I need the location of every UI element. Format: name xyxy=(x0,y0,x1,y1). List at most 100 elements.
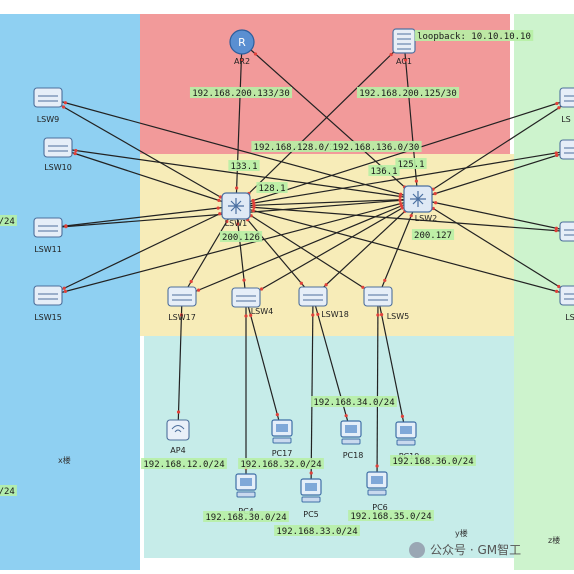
wechat-icon xyxy=(409,542,425,558)
watermark-text: 公众号 · GM智工 xyxy=(430,542,521,557)
link-LSW4-LSW1 xyxy=(235,205,247,299)
port-dot xyxy=(63,289,68,294)
device-lsw9[interactable]: LSW9 xyxy=(33,87,63,124)
label-highlight xyxy=(356,87,460,98)
port-dot xyxy=(389,52,393,57)
port-dot xyxy=(554,226,558,230)
link-LSW5-LSW1 xyxy=(235,205,379,298)
port-dot xyxy=(252,205,256,209)
keyboard-icon xyxy=(396,439,416,446)
device-label: PC5 xyxy=(303,510,319,519)
arrows-icon xyxy=(410,191,426,207)
device-rsw4[interactable]: LS xyxy=(559,285,574,322)
device-label: LSW17 xyxy=(168,313,196,322)
port-dot xyxy=(555,101,559,106)
ip-label-loopback: loopback: 10.10.10.10 xyxy=(414,30,534,42)
screen xyxy=(276,424,288,432)
ip-label-net-128: 192.168.128.0/30 xyxy=(251,141,343,153)
port-dot xyxy=(74,148,78,153)
label-text: 128.1 xyxy=(258,184,285,194)
device-label: LSW2 xyxy=(415,214,438,223)
device-lsw1[interactable]: LSW1 xyxy=(221,192,251,228)
port-dot xyxy=(253,52,258,56)
switch-icon xyxy=(559,221,574,242)
ip-label-net-32: 192.168.32.0/24 xyxy=(238,458,324,470)
port-dot xyxy=(62,286,66,290)
screen xyxy=(305,483,317,491)
switch-icon xyxy=(231,287,261,308)
label-highlight xyxy=(256,182,288,193)
device-lsw2[interactable]: LSW2 xyxy=(403,185,438,223)
link-RSW2-LSW2 xyxy=(417,149,574,200)
keyboard-icon xyxy=(341,438,361,445)
link-LSW1-LSW2 xyxy=(235,198,419,207)
port-dot xyxy=(218,212,222,216)
device-pc17[interactable]: PC17 xyxy=(271,419,293,458)
device-label: AP4 xyxy=(170,446,185,455)
port-dot xyxy=(309,471,313,475)
device-lsw18[interactable]: LSW18 xyxy=(298,286,349,319)
label-text: 0/24 xyxy=(0,487,15,497)
port-dot xyxy=(414,179,419,183)
switch-icon xyxy=(33,285,63,306)
device-rsw1[interactable]: LS xyxy=(559,87,574,124)
device-lsw10[interactable]: LSW10 xyxy=(43,137,73,172)
zone-label-x: x楼 xyxy=(58,455,71,465)
switch-icon xyxy=(559,87,574,108)
ip-label-ip-133-1: 133.1 xyxy=(228,160,260,172)
port-dot xyxy=(216,206,220,210)
port-dot xyxy=(409,214,413,218)
device-label: PC18 xyxy=(343,451,364,460)
port-dot xyxy=(244,314,248,318)
switch-icon xyxy=(298,286,328,307)
device-lsw4[interactable]: LSW4 xyxy=(231,287,273,316)
label-text: 125.1 xyxy=(397,160,424,170)
label-highlight xyxy=(274,525,360,536)
label-text: loopback: 10.10.10.10 xyxy=(417,32,531,42)
zone-agg xyxy=(140,154,514,336)
device-lsw11[interactable]: LSW11 xyxy=(33,217,63,254)
port-dot xyxy=(249,313,253,317)
port-dot xyxy=(239,58,243,62)
label-text: 200.126 xyxy=(222,233,260,243)
port-dot xyxy=(400,206,404,210)
port-dot xyxy=(236,222,240,226)
zone-y xyxy=(144,336,514,558)
keyboard-icon xyxy=(301,496,321,503)
port-dot xyxy=(398,198,402,203)
label-text: 192.168.136.0/30 xyxy=(333,143,420,153)
port-dot xyxy=(398,194,402,199)
device-ap4[interactable]: AP4 xyxy=(166,419,190,455)
device-pc18[interactable]: PC18 xyxy=(340,420,364,460)
label-text: 136.1 xyxy=(370,167,397,177)
device-lsw5[interactable]: LSW5 xyxy=(363,286,409,321)
screen xyxy=(345,425,357,433)
device-lsw15[interactable]: LSW15 xyxy=(33,285,63,322)
link-LSW5-PC19 xyxy=(377,296,407,435)
port-dot xyxy=(62,105,66,109)
wifi-icon xyxy=(171,425,185,433)
device-label: LS xyxy=(565,313,574,322)
ip-label-net-33: 192.168.33.0/24 xyxy=(274,525,360,537)
device-pc5[interactable]: PC5 xyxy=(300,478,322,519)
label-highlight xyxy=(368,165,400,176)
port-dot xyxy=(176,410,181,414)
switch-icon xyxy=(559,285,574,306)
link-LSW17-AP4 xyxy=(177,296,183,431)
link-LSW5-PC6 xyxy=(376,296,379,485)
router-icon xyxy=(229,29,255,55)
ip-label-ar2-net: 192.168.200.133/30 xyxy=(189,87,293,99)
ip-label-ip-200-126: 200.126 xyxy=(219,231,263,243)
ip-label-ip-200-127: 200.127 xyxy=(411,229,455,241)
label-text: 0/24 xyxy=(0,217,15,227)
arrows-icon xyxy=(228,198,244,214)
device-lsw17[interactable]: LSW17 xyxy=(167,286,197,322)
link-LSW4-LSW2 xyxy=(245,198,419,299)
device-rsw3[interactable] xyxy=(559,221,574,242)
label-text: 192.168.35.0/24 xyxy=(350,512,431,522)
device-ac1[interactable]: AC1 xyxy=(392,28,416,66)
device-pc4[interactable]: PC4 xyxy=(235,473,257,516)
device-rsw2[interactable] xyxy=(559,139,574,160)
device-pc6[interactable]: PC6 xyxy=(366,471,388,512)
